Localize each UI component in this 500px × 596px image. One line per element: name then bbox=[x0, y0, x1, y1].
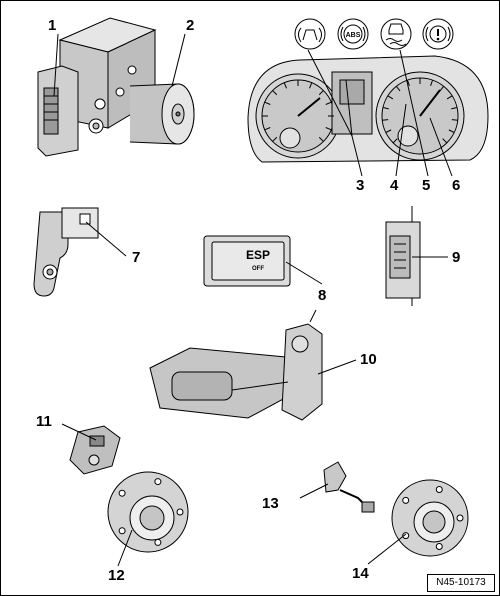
wheel-hub-right-drawing bbox=[391, 479, 469, 557]
esp-lamp-symbol bbox=[298, 27, 322, 43]
hub-left-holes bbox=[118, 478, 184, 546]
gauge-tick bbox=[439, 85, 445, 92]
instrument-cluster-drawing bbox=[247, 55, 489, 163]
callout-1: 1 bbox=[48, 17, 57, 34]
leader-5 bbox=[399, 49, 429, 177]
bolt-hole bbox=[176, 508, 184, 516]
abs-lamp-text: ABS bbox=[346, 32, 361, 39]
bolt-hole bbox=[154, 478, 162, 486]
abs-lamp-symbol bbox=[340, 24, 366, 44]
gauge-tick bbox=[264, 101, 271, 105]
gauge-tick bbox=[392, 138, 398, 144]
gauge-tick bbox=[442, 138, 448, 144]
leader-14 bbox=[367, 533, 407, 565]
callout-7: 7 bbox=[132, 249, 141, 266]
gauge-tick bbox=[272, 136, 278, 142]
callout-8: 8 bbox=[318, 287, 327, 304]
gauge-ticks bbox=[262, 78, 458, 144]
esp-button-label: ESP bbox=[246, 248, 270, 262]
callout-3: 3 bbox=[356, 177, 365, 194]
leader-1 bbox=[53, 33, 59, 97]
bolt-hole bbox=[118, 489, 126, 497]
gauge-tick bbox=[309, 82, 313, 89]
callout-11: 11 bbox=[36, 413, 52, 430]
callout-4: 4 bbox=[390, 177, 399, 194]
gauge-tick bbox=[283, 82, 287, 89]
bolt-hole bbox=[118, 527, 126, 535]
callout-10: 10 bbox=[360, 351, 377, 368]
gauge-tick bbox=[325, 101, 332, 105]
warning-lamps bbox=[294, 18, 454, 50]
gauge-tick bbox=[264, 127, 271, 131]
callout-14: 14 bbox=[352, 565, 369, 582]
leader-8 bbox=[285, 261, 323, 285]
brake-lamp-symbol bbox=[425, 25, 451, 43]
bolt-hole bbox=[154, 538, 162, 546]
callout-12: 12 bbox=[108, 567, 125, 584]
bolt-hole bbox=[435, 485, 443, 493]
speed-sensor-drawing bbox=[69, 425, 121, 475]
steering-rack-drawing bbox=[149, 309, 323, 421]
gauge-tick bbox=[387, 95, 394, 100]
bolt-hole bbox=[456, 514, 464, 522]
gauge-tick bbox=[451, 107, 458, 110]
leader-lines bbox=[53, 33, 453, 567]
abs-unit-drawing bbox=[37, 17, 195, 157]
esp-button-drawing bbox=[203, 235, 291, 287]
leader-6 bbox=[429, 117, 453, 177]
bolt-hole bbox=[402, 496, 410, 504]
gauge-tick bbox=[272, 90, 278, 96]
callout-13: 13 bbox=[262, 495, 279, 512]
sensor-bracket-drawing bbox=[33, 207, 99, 297]
leader-10 bbox=[317, 359, 357, 375]
gauge-tick bbox=[430, 79, 434, 86]
sensor-cable-drawing bbox=[323, 461, 375, 513]
gauge-tick bbox=[451, 119, 458, 121]
figure-reference-id: N45-10173 bbox=[427, 574, 495, 592]
leader-4 bbox=[395, 103, 407, 177]
bolt-hole bbox=[402, 532, 410, 540]
gauge-tick bbox=[382, 107, 389, 110]
wheel-hub-left-drawing bbox=[107, 471, 189, 553]
callout-2: 2 bbox=[186, 17, 195, 34]
gauge-tick bbox=[406, 79, 410, 86]
hub-right-holes bbox=[402, 485, 464, 551]
gauge-tick bbox=[385, 129, 392, 133]
stability-lamp-symbol bbox=[385, 23, 407, 46]
gauge-tick bbox=[395, 85, 401, 92]
gauge-tick bbox=[318, 136, 324, 142]
esp-button-sublabel: OFF bbox=[252, 266, 264, 272]
gauge-tick bbox=[318, 90, 324, 96]
gauge-tick bbox=[382, 119, 389, 121]
callout-5: 5 bbox=[422, 177, 431, 194]
callout-9: 9 bbox=[452, 249, 461, 266]
leader-12 bbox=[117, 529, 133, 567]
bolt-hole bbox=[435, 543, 443, 551]
leader-11 bbox=[61, 423, 97, 441]
gauge-tick bbox=[446, 95, 453, 100]
gauge-tick bbox=[448, 129, 455, 133]
connector-module-drawing bbox=[385, 206, 421, 306]
abs-lamp-icon bbox=[337, 18, 369, 50]
leader-13 bbox=[299, 483, 329, 499]
esp-lamp-icon bbox=[294, 18, 326, 50]
leader-2 bbox=[171, 33, 186, 87]
gauge-tick bbox=[325, 127, 332, 131]
leader-7 bbox=[85, 221, 127, 257]
callout-6: 6 bbox=[452, 177, 461, 194]
